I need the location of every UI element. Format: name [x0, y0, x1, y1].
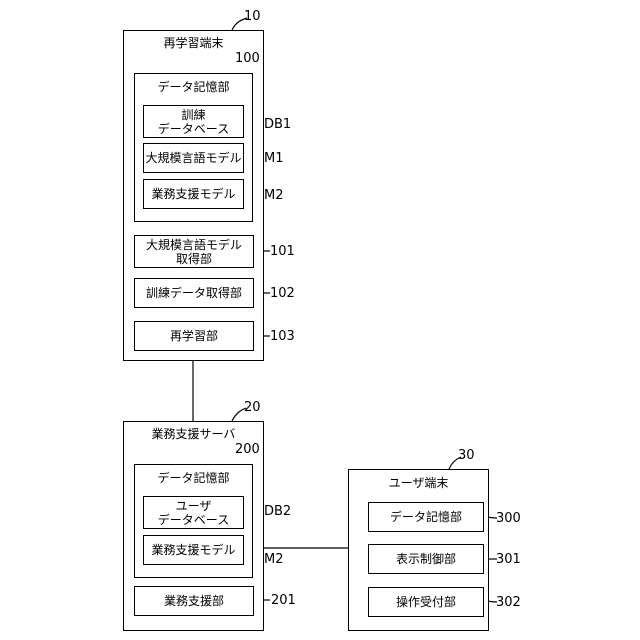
operation-reception-unit-box: 操作受付部: [368, 587, 484, 617]
ref-label-101: 101: [270, 244, 295, 259]
ref-label-M2-1: M2: [264, 188, 284, 203]
ref-label-M1: M1: [264, 151, 284, 166]
data-storage-title-200: データ記憶部: [135, 471, 252, 485]
ref-label-300: 300: [496, 511, 521, 526]
business-support-model-box-2: 業務支援モデル: [143, 535, 244, 565]
display-control-unit-box: 表示制御部: [368, 544, 484, 574]
ref-label-302: 302: [496, 595, 521, 610]
ref-label-301: 301: [496, 552, 521, 567]
ref-label-200: 200: [235, 442, 260, 457]
retraining-terminal-title: 再学習端末: [124, 36, 263, 50]
training-data-acquisition-unit-box: 訓練データ取得部: [134, 278, 254, 308]
llm-acquisition-unit-line1: 大規模言語モデル: [146, 238, 242, 252]
user-terminal-title: ユーザ端末: [349, 476, 488, 490]
operation-reception-unit-label: 操作受付部: [396, 595, 456, 609]
business-support-model-box-1: 業務支援モデル: [143, 179, 244, 209]
business-support-unit-label: 業務支援部: [164, 594, 224, 608]
large-language-model-label: 大規模言語モデル: [145, 151, 241, 165]
business-support-server-title: 業務支援サーバ: [124, 427, 263, 441]
training-data-acquisition-unit-label: 訓練データ取得部: [146, 286, 242, 300]
user-database-line2: データベース: [158, 513, 229, 527]
training-database-box: 訓練 データベース: [143, 105, 244, 138]
retraining-unit-box: 再学習部: [134, 321, 254, 351]
business-support-model-label-1: 業務支援モデル: [151, 187, 235, 201]
ref-label-M2-2: M2: [264, 552, 284, 567]
ref-label-DB1: DB1: [264, 117, 291, 132]
ref-label-103: 103: [270, 329, 295, 344]
ref-label-20: 20: [244, 400, 261, 415]
user-database-box: ユーザ データベース: [143, 496, 244, 529]
data-storage-title-100: データ記憶部: [135, 80, 252, 94]
ref-label-30: 30: [458, 448, 475, 463]
ref-label-DB2: DB2: [264, 504, 291, 519]
ref-label-100: 100: [235, 51, 260, 66]
training-database-line1: 訓練: [181, 108, 205, 122]
ref-label-102: 102: [270, 286, 295, 301]
user-data-storage-unit-box: データ記憶部: [368, 502, 484, 532]
ref-label-201: 201: [271, 593, 296, 608]
user-data-storage-unit-label: データ記憶部: [390, 510, 462, 524]
user-database-line1: ユーザ: [176, 499, 212, 513]
training-database-line2: データベース: [158, 122, 229, 136]
llm-acquisition-unit-line2: 取得部: [176, 252, 212, 266]
large-language-model-box: 大規模言語モデル: [143, 143, 244, 173]
llm-acquisition-unit-box: 大規模言語モデル 取得部: [134, 235, 254, 268]
retraining-unit-label: 再学習部: [170, 329, 218, 343]
business-support-model-label-2: 業務支援モデル: [151, 543, 235, 557]
business-support-unit-box: 業務支援部: [134, 586, 254, 616]
ref-label-10: 10: [244, 9, 261, 24]
display-control-unit-label: 表示制御部: [396, 552, 456, 566]
